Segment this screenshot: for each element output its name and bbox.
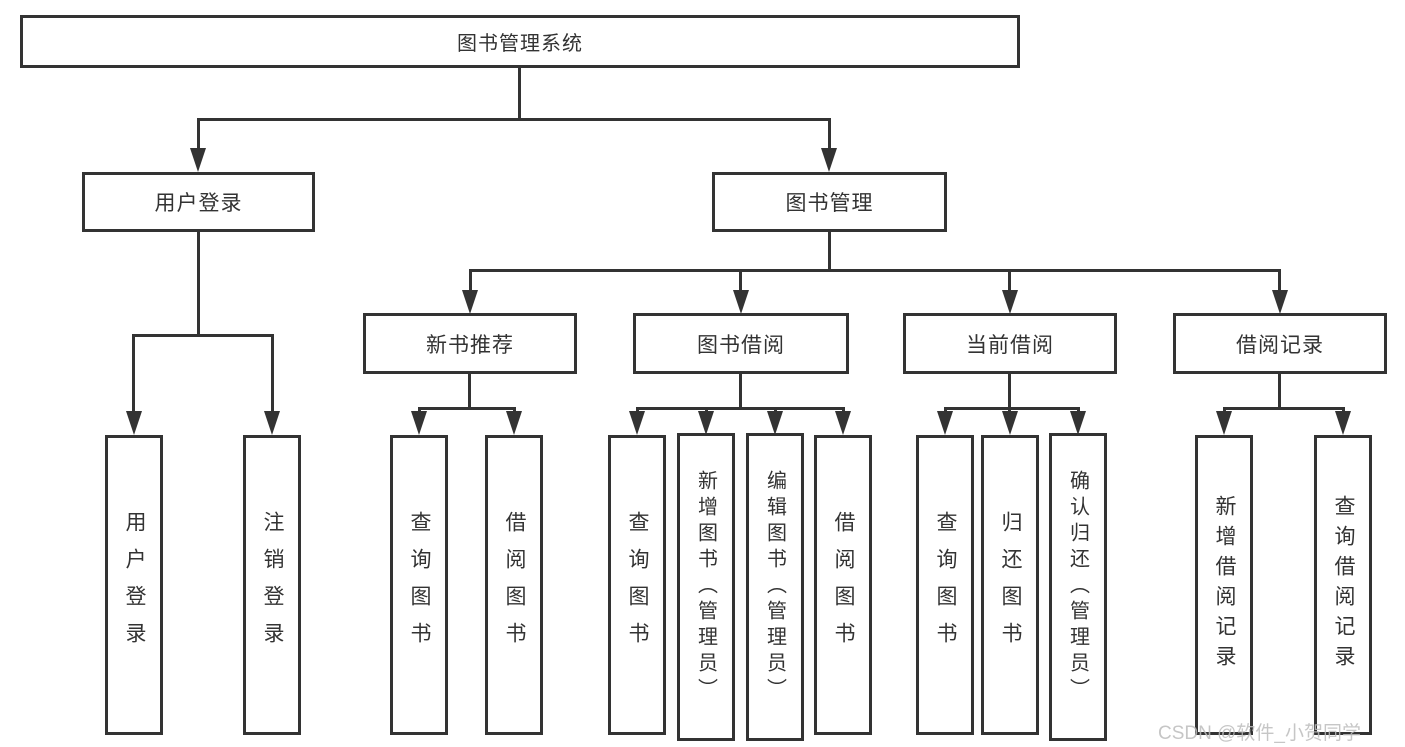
- node-book-borrowing: 图书借阅: [633, 313, 849, 374]
- node-borrowing-records: 借阅记录: [1173, 313, 1387, 374]
- leaf-query-books-borrowing: 查询图书: [608, 435, 666, 735]
- leaf-query-borrow-record: 查询借阅记录: [1314, 435, 1372, 735]
- node-label: 借阅记录: [1236, 333, 1324, 357]
- connector-line: [828, 232, 831, 269]
- node-label: 编辑图书（管理员）: [763, 470, 786, 704]
- leaf-borrow-books: 借阅图书: [814, 435, 872, 735]
- node-label: 注销登录: [261, 511, 284, 659]
- node-label: 确认归还（管理员）: [1066, 470, 1089, 704]
- arrow-down-icon: [264, 411, 280, 435]
- connector-line: [418, 407, 516, 410]
- connector-line: [132, 334, 135, 414]
- node-label: 图书管理: [785, 192, 874, 215]
- node-label: 查询图书: [408, 511, 431, 659]
- node-label: 图书借阅: [697, 333, 785, 357]
- node-label: 借阅图书: [832, 511, 855, 659]
- node-label: 借阅图书: [503, 511, 526, 659]
- connector-line: [636, 407, 845, 410]
- arrow-down-icon: [835, 411, 851, 435]
- leaf-borrow-books-recommendation: 借阅图书: [485, 435, 543, 735]
- node-label: 新增借阅记录: [1213, 495, 1236, 675]
- arrow-down-icon: [1070, 411, 1086, 435]
- connector-line: [197, 118, 831, 121]
- arrow-down-icon: [506, 411, 522, 435]
- arrow-down-icon: [1272, 290, 1288, 314]
- arrow-down-icon: [821, 148, 837, 172]
- leaf-logout: 注销登录: [243, 435, 301, 735]
- node-label: 新书推荐: [426, 333, 514, 357]
- arrow-down-icon: [629, 411, 645, 435]
- connector-line: [944, 407, 1080, 410]
- node-label: 查询图书: [626, 511, 649, 659]
- leaf-edit-book-admin: 编辑图书（管理员）: [746, 433, 804, 741]
- connector-line: [739, 269, 742, 292]
- node-label: 新增图书（管理员）: [694, 470, 717, 704]
- connector-line: [1008, 374, 1011, 407]
- node-label: 归还图书: [999, 511, 1022, 659]
- connector-line: [469, 269, 472, 292]
- node-user-login: 用户登录: [82, 172, 315, 232]
- node-label: 查询借阅记录: [1332, 495, 1355, 675]
- leaf-query-books-recommendation: 查询图书: [390, 435, 448, 735]
- connector-line: [197, 118, 200, 151]
- connector-line: [271, 334, 274, 414]
- connector-line: [828, 118, 831, 151]
- connector-line: [469, 269, 1281, 272]
- node-new-book-recommendation: 新书推荐: [363, 313, 577, 374]
- node-label: 用户登录: [123, 511, 146, 659]
- arrow-down-icon: [1216, 411, 1232, 435]
- leaf-add-book-admin: 新增图书（管理员）: [677, 433, 735, 741]
- arrow-down-icon: [1002, 290, 1018, 314]
- node-book-management: 图书管理: [712, 172, 947, 232]
- leaf-return-books: 归还图书: [981, 435, 1039, 735]
- connector-line: [739, 374, 742, 407]
- connector-line: [1008, 269, 1011, 292]
- node-label: 用户登录: [154, 192, 243, 215]
- arrow-down-icon: [1335, 411, 1351, 435]
- csdn-watermark: CSDN @软件_小贺同学: [1158, 723, 1361, 744]
- leaf-add-borrow-record: 新增借阅记录: [1195, 435, 1253, 735]
- connector-line: [132, 334, 274, 337]
- connector-line: [518, 68, 521, 118]
- arrow-down-icon: [411, 411, 427, 435]
- connector-line: [1278, 374, 1281, 407]
- arrow-down-icon: [698, 411, 714, 435]
- arrow-down-icon: [937, 411, 953, 435]
- arrow-down-icon: [1002, 411, 1018, 435]
- node-label: 图书管理系统: [457, 33, 583, 55]
- arrow-down-icon: [733, 290, 749, 314]
- leaf-query-books-current: 查询图书: [916, 435, 974, 735]
- connector-line: [1278, 269, 1281, 292]
- node-library-management-system: 图书管理系统: [20, 15, 1020, 68]
- node-label: 当前借阅: [966, 333, 1054, 357]
- node-label: 查询图书: [934, 511, 957, 659]
- leaf-user-login: 用户登录: [105, 435, 163, 735]
- node-current-borrowing: 当前借阅: [903, 313, 1117, 374]
- arrow-down-icon: [767, 411, 783, 435]
- leaf-confirm-return-admin: 确认归还（管理员）: [1049, 433, 1107, 741]
- connector-line: [1223, 407, 1345, 410]
- arrow-down-icon: [126, 411, 142, 435]
- arrow-down-icon: [462, 290, 478, 314]
- connector-line: [197, 232, 200, 334]
- connector-line: [468, 374, 471, 407]
- arrow-down-icon: [190, 148, 206, 172]
